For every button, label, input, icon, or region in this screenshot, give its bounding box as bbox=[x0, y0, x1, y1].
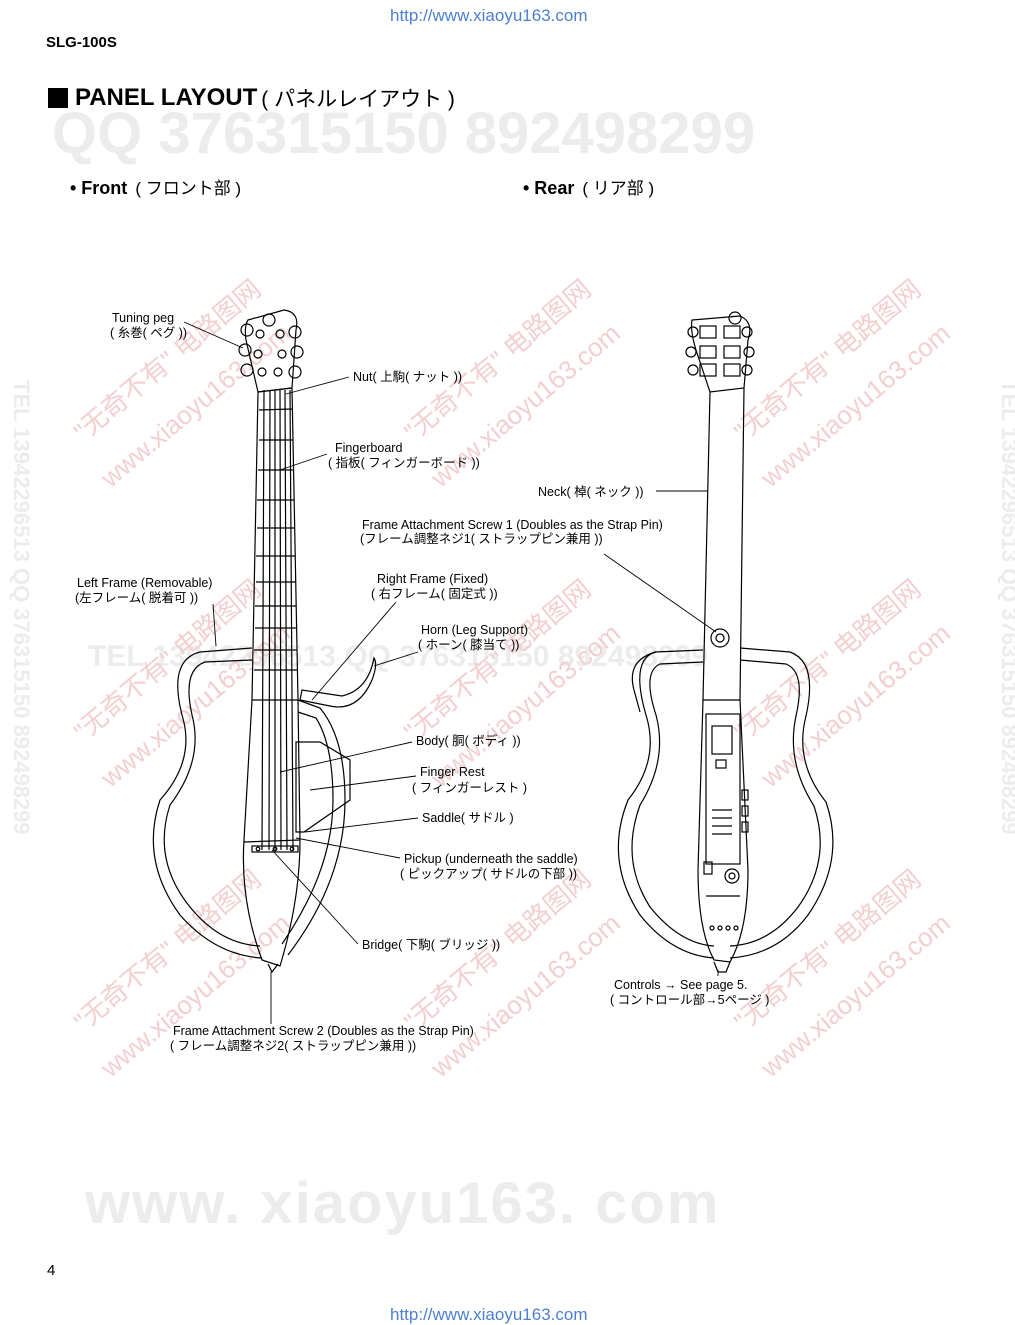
watermark-tel: TEL 13942296513 QQ 376315150 892498299 bbox=[88, 640, 708, 673]
label-finger-rest: Finger Rest bbox=[420, 765, 485, 779]
rear-left-frame-inner bbox=[631, 661, 715, 947]
rear-strap-pin bbox=[713, 961, 731, 973]
rear-heading-jp: ( リア部 ) bbox=[582, 179, 655, 198]
label-horn: Horn (Leg Support) bbox=[421, 623, 529, 637]
front-heading-text: • Front bbox=[70, 178, 128, 198]
model-name: SLG-100S bbox=[46, 34, 117, 51]
label-pickup: Pickup (underneath the saddle) bbox=[404, 852, 578, 866]
rear-guitar-drawing bbox=[617, 311, 834, 973]
label-fingerboard: Fingerboard bbox=[335, 441, 403, 455]
front-headstock bbox=[244, 309, 298, 393]
front-center-body bbox=[242, 699, 301, 967]
footer-url[interactable]: http://www.xiaoyu163.com bbox=[390, 1305, 588, 1324]
front-strap-pin bbox=[267, 963, 279, 974]
front-neck-left bbox=[251, 391, 259, 701]
label-bridge: Bridge( 下駒( ブリッジ )) bbox=[362, 938, 501, 952]
page-title-jp: ( パネルレイアウト ) bbox=[261, 88, 455, 111]
label-right-frame: Right Frame (Fixed) bbox=[377, 572, 489, 586]
callout-lines bbox=[183, 321, 719, 1024]
label-horn-jp: ( ホーン( 膝当て )) bbox=[418, 638, 520, 652]
label-fingerboard-jp: ( 指板( フィンガーボード )) bbox=[328, 456, 480, 470]
rear-right-frame-outer bbox=[729, 647, 834, 959]
watermark-big-site: www. xiaoyu163. com bbox=[85, 1171, 721, 1236]
page-title-text: PANEL LAYOUT bbox=[75, 84, 258, 111]
label-right-frame-jp: ( 右フレーム( 固定式 )) bbox=[371, 587, 498, 601]
front-left-frame-inner bbox=[163, 659, 261, 947]
label-finger-rest-jp: ( フィンガーレスト ) bbox=[412, 781, 528, 795]
label-controls-jp: ( コントロール部→5ページ ) bbox=[610, 993, 770, 1007]
front-horn bbox=[299, 656, 377, 708]
label-frame-screw2: Frame Attachment Screw 2 (Doubles as the… bbox=[173, 1024, 474, 1038]
front-finger-rest bbox=[295, 741, 351, 833]
watermark-qq: QQ 376315150 892498299 bbox=[52, 101, 756, 166]
rear-right-frame-inner bbox=[729, 659, 821, 947]
front-neck-right bbox=[291, 387, 299, 701]
front-guitar-drawing bbox=[152, 309, 377, 974]
label-nut: Nut( 上駒( ナット )) bbox=[353, 370, 463, 384]
rear-left-frame-outer bbox=[617, 649, 715, 959]
black-square-icon bbox=[48, 88, 68, 108]
label-left-frame-jp: (左フレーム( 脱着可 )) bbox=[75, 591, 199, 605]
label-frame-screw1: Frame Attachment Screw 1 (Doubles as the… bbox=[362, 518, 663, 532]
header-url[interactable]: http://www.xiaoyu163.com bbox=[390, 6, 588, 25]
label-frame-screw2-jp: ( フレーム調整ネジ2( ストラップピン兼用 )) bbox=[170, 1039, 417, 1053]
label-body: Body( 胴( ボディ )) bbox=[416, 734, 521, 748]
label-left-frame: Left Frame (Removable) bbox=[77, 576, 213, 590]
front-left-frame-outer bbox=[152, 647, 263, 959]
rear-heading-text: • Rear bbox=[523, 178, 575, 198]
rear-neck bbox=[702, 387, 745, 701]
front-right-frame-inner bbox=[281, 711, 334, 945]
front-heading: • Front ( フロント部 ) bbox=[70, 174, 241, 199]
label-saddle: Saddle( サドル ) bbox=[422, 811, 514, 825]
label-tuning-peg-jp: ( 糸巻( ペグ )) bbox=[110, 326, 188, 340]
label-frame-screw1-jp: (フレーム調整ネジ1( ストラップピン兼用 )) bbox=[360, 532, 603, 546]
rear-heading: • Rear ( リア部 ) bbox=[523, 174, 654, 199]
front-right-frame-outer bbox=[287, 699, 346, 956]
label-tuning-peg: Tuning peg bbox=[112, 311, 175, 325]
label-neck: Neck( 棹( ネック )) bbox=[538, 485, 644, 499]
label-pickup-jp: ( ピックアップ( サドルの下部 )) bbox=[400, 867, 578, 881]
label-controls: Controls → See page 5. bbox=[614, 978, 748, 992]
front-heading-jp: ( フロント部 ) bbox=[135, 179, 242, 198]
page-title: PANEL LAYOUT ( パネルレイアウト ) bbox=[48, 83, 455, 113]
page-number: 4 bbox=[47, 1262, 56, 1279]
